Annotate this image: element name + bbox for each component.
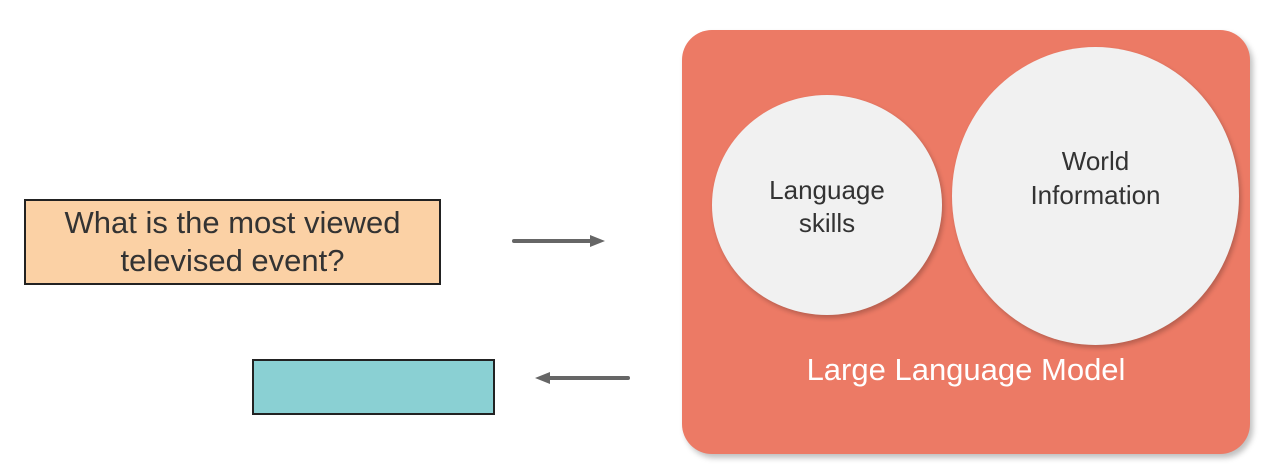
arrow-right-icon: [512, 235, 605, 247]
answer-box: [252, 359, 495, 415]
question-text: What is the most viewed televised event?: [64, 205, 401, 278]
language-skills-circle: Language skills: [712, 95, 942, 315]
model-label: Large Language Model: [806, 352, 1126, 387]
world-information-circle: World Information: [952, 47, 1239, 345]
language-skills-label: Language skills: [769, 175, 885, 238]
world-information-label: World Information: [1030, 146, 1161, 210]
question-box: What is the most viewed televised event?: [24, 199, 441, 285]
arrow-left-icon: [535, 372, 630, 384]
